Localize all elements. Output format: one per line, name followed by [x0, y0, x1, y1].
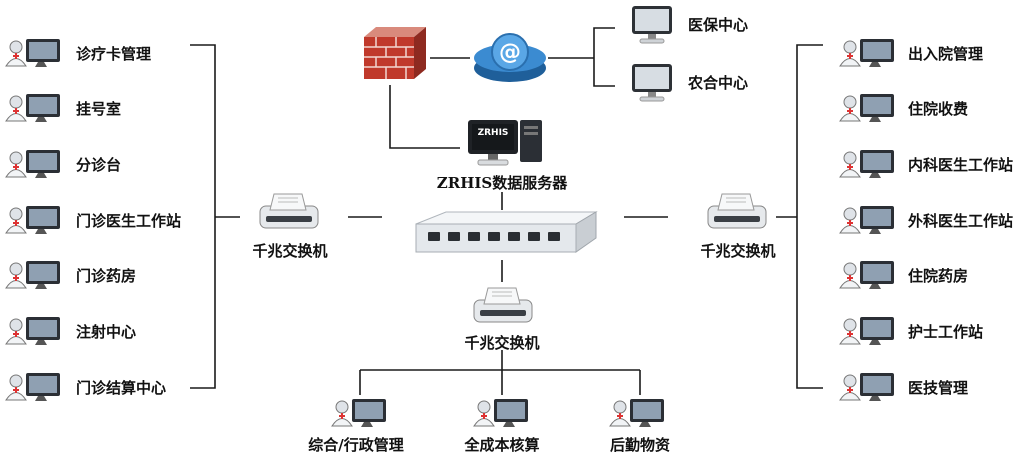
workstation-icon: [839, 373, 894, 401]
workstation-icon: [839, 39, 894, 67]
right-terminal-7: 医技管理: [838, 370, 968, 404]
workstation-icon: [839, 94, 894, 122]
terminal-label: 外科医生工作站: [908, 211, 1014, 230]
workstation-icon: [5, 150, 60, 178]
workstation-icon: [331, 399, 386, 427]
right-terminal-3: 内科医生工作站: [838, 147, 1013, 181]
bottom-terminal-label-1: 综合/行政管理: [308, 436, 404, 454]
server-icon: ZRHIS: [466, 118, 546, 168]
monitor-icon: [632, 64, 672, 102]
workstation-icon: [5, 206, 60, 234]
workstation-icon: [5, 39, 60, 67]
workstation-icon: [839, 317, 894, 345]
terminal-label: 门诊结算中心: [76, 378, 167, 397]
terminal-label: 分诊台: [76, 155, 122, 174]
switch-icon: [259, 193, 319, 229]
svg-text:@: @: [499, 40, 521, 65]
bottom-switch-label: 千兆交换机: [464, 334, 540, 352]
rural-coop-center: 农合中心: [630, 62, 748, 102]
bottom-terminal-label-3: 后勤物资: [609, 436, 671, 454]
center-label: 农合中心: [688, 73, 749, 92]
workstation-icon: [473, 399, 528, 427]
left-terminal-6: 注射中心: [4, 314, 136, 348]
terminal-label: 医技管理: [908, 378, 969, 397]
terminal-label: 住院药房: [908, 266, 969, 285]
terminal-label: 门诊医生工作站: [76, 211, 182, 230]
terminal-label: 门诊药房: [76, 266, 137, 285]
workstation-icon: [5, 317, 60, 345]
workstation-icon: [5, 94, 60, 122]
bottom-terminal-label-2: 全成本核算: [464, 436, 540, 454]
terminal-label: 内科医生工作站: [908, 155, 1014, 174]
left-terminal-7: 门诊结算中心: [4, 370, 166, 404]
network-hub-icon: [415, 211, 598, 253]
left-terminal-1: 诊疗卡管理: [4, 36, 151, 70]
workstation-icon: [839, 261, 894, 289]
switch-icon: [473, 287, 533, 323]
terminal-label: 出入院管理: [908, 44, 984, 63]
left-terminal-5: 门诊药房: [4, 258, 136, 292]
left-terminal-3: 分诊台: [4, 147, 121, 181]
right-terminal-2: 住院收费: [838, 91, 968, 125]
left-terminal-2: 挂号室: [4, 91, 121, 125]
terminal-label: 护士工作站: [908, 322, 984, 341]
terminal-label: 诊疗卡管理: [76, 44, 152, 63]
workstation-icon: [839, 150, 894, 178]
workstation-icon: [5, 261, 60, 289]
internet-globe-icon: @: [474, 33, 546, 82]
workstation-icon: [609, 399, 664, 427]
insurance-center: 医保中心: [630, 4, 748, 44]
center-label: 医保中心: [688, 15, 749, 34]
workstation-icon: [5, 373, 60, 401]
right-terminal-5: 住院药房: [838, 258, 968, 292]
workstation-icon: [839, 206, 894, 234]
left-terminal-4: 门诊医生工作站: [4, 203, 181, 237]
terminal-label: 注射中心: [76, 322, 137, 341]
firewall-icon: [364, 27, 426, 79]
server-badge: ZRHIS: [477, 128, 509, 138]
left-switch-label: 千兆交换机: [252, 242, 328, 260]
right-switch-label: 千兆交换机: [700, 242, 776, 260]
right-terminal-6: 护士工作站: [838, 314, 983, 348]
terminal-label: 住院收费: [908, 99, 969, 118]
monitor-icon: [632, 6, 672, 44]
right-terminal-4: 外科医生工作站: [838, 203, 1013, 237]
server-label: ZRHIS数据服务器: [436, 174, 568, 192]
right-terminal-1: 出入院管理: [838, 36, 983, 70]
terminal-label: 挂号室: [76, 99, 122, 118]
switch-icon: [707, 193, 767, 229]
